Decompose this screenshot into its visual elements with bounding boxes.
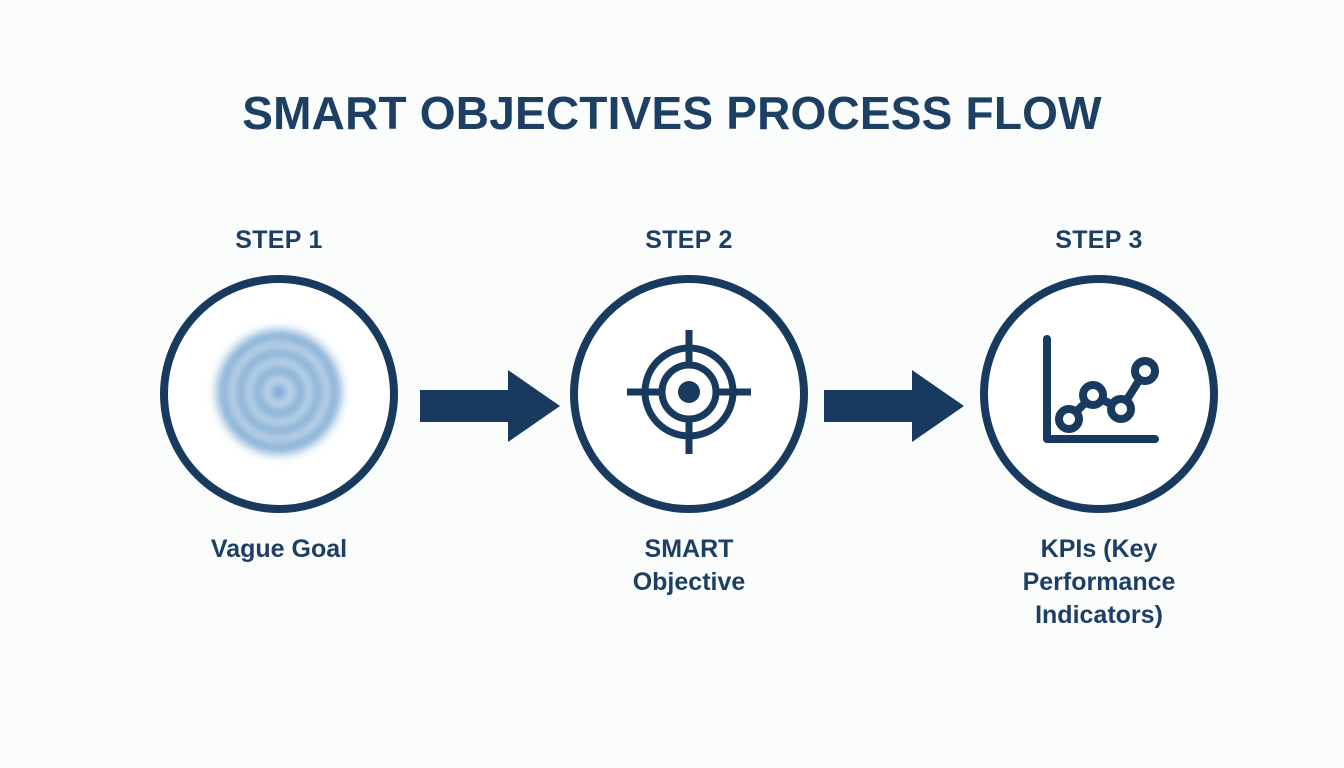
blurred-concentric-rings-icon <box>214 327 344 462</box>
line-chart-icon <box>1035 331 1163 458</box>
step-1[interactable]: STEP 1 Vague Goal <box>129 228 429 566</box>
step-2[interactable]: STEP 2 SMAR <box>539 228 839 599</box>
step-3[interactable]: STEP 3 <box>949 228 1249 632</box>
crosshair-target-icon <box>623 326 755 463</box>
page-title: SMART OBJECTIVES PROCESS FLOW <box>242 87 1102 139</box>
step-1-label: Vague Goal <box>210 535 348 563</box>
step-2-label: SMART Objective <box>632 535 746 596</box>
arrow-step1-to-step2 <box>420 370 560 442</box>
step-2-circle <box>570 275 808 513</box>
step-3-label: KPIs (Key Performance Indicators) <box>1022 535 1176 629</box>
step-3-kicker: STEP 3 <box>1055 226 1143 254</box>
process-flow-steps: STEP 1 Vague Goal STEP 2 <box>0 228 1344 688</box>
step-1-kicker: STEP 1 <box>235 226 323 254</box>
step-3-circle <box>980 275 1218 513</box>
step-1-circle <box>160 275 398 513</box>
step-2-kicker: STEP 2 <box>645 226 733 254</box>
arrow-step2-to-step3 <box>824 370 964 442</box>
